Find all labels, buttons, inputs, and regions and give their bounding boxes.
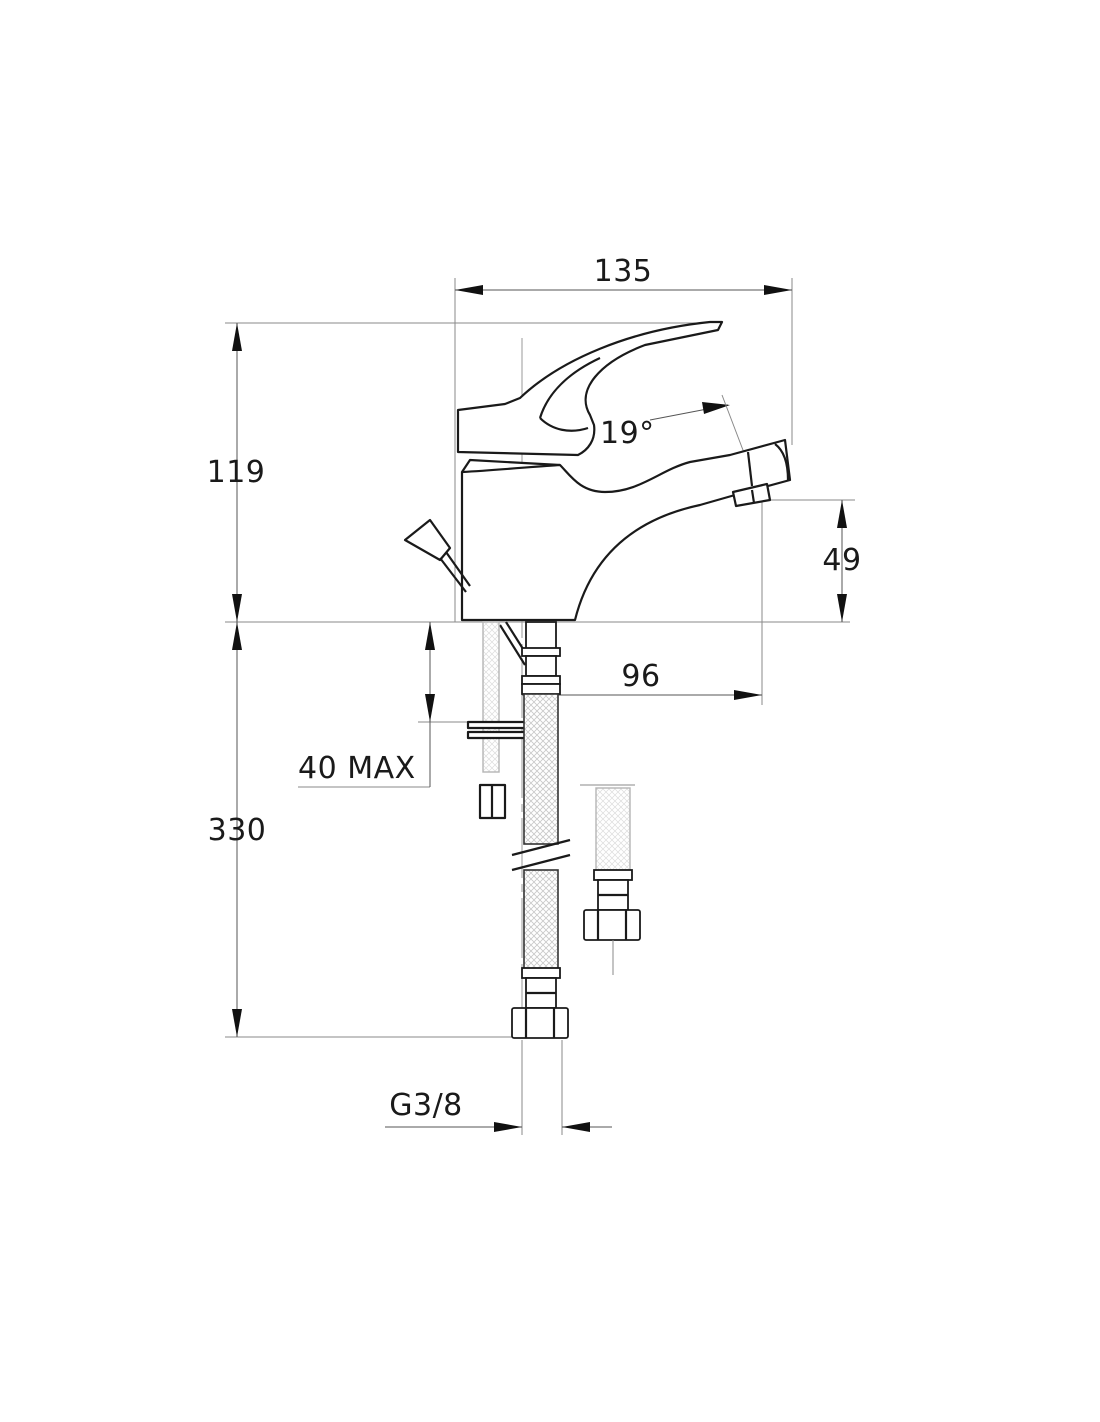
lever-handle	[456, 320, 724, 457]
dimension-49	[837, 500, 847, 622]
extension-lines	[225, 278, 855, 1135]
popup-rod	[403, 518, 531, 666]
threaded-stud	[466, 621, 528, 820]
label-width-135: 135	[594, 254, 653, 289]
label-spout-49: 49	[822, 543, 861, 578]
faucet-body	[460, 438, 792, 622]
label-height-119: 119	[207, 455, 266, 490]
label-angle-19: 19°	[600, 416, 655, 451]
supply-hose-secondary	[580, 784, 641, 975]
label-max-40: 40 MAX	[298, 751, 416, 786]
dimension-96	[522, 690, 762, 700]
label-reach-96: 96	[621, 659, 660, 694]
label-hose-330: 330	[208, 813, 267, 848]
dimension-135	[455, 285, 792, 295]
dimension-40-max	[425, 622, 435, 787]
label-thread-g38: G3/8	[389, 1088, 463, 1123]
supply-hose-main	[511, 621, 571, 1039]
dimension-119	[232, 323, 242, 622]
dimension-330	[232, 622, 242, 1037]
dimension-g38	[385, 1122, 612, 1132]
